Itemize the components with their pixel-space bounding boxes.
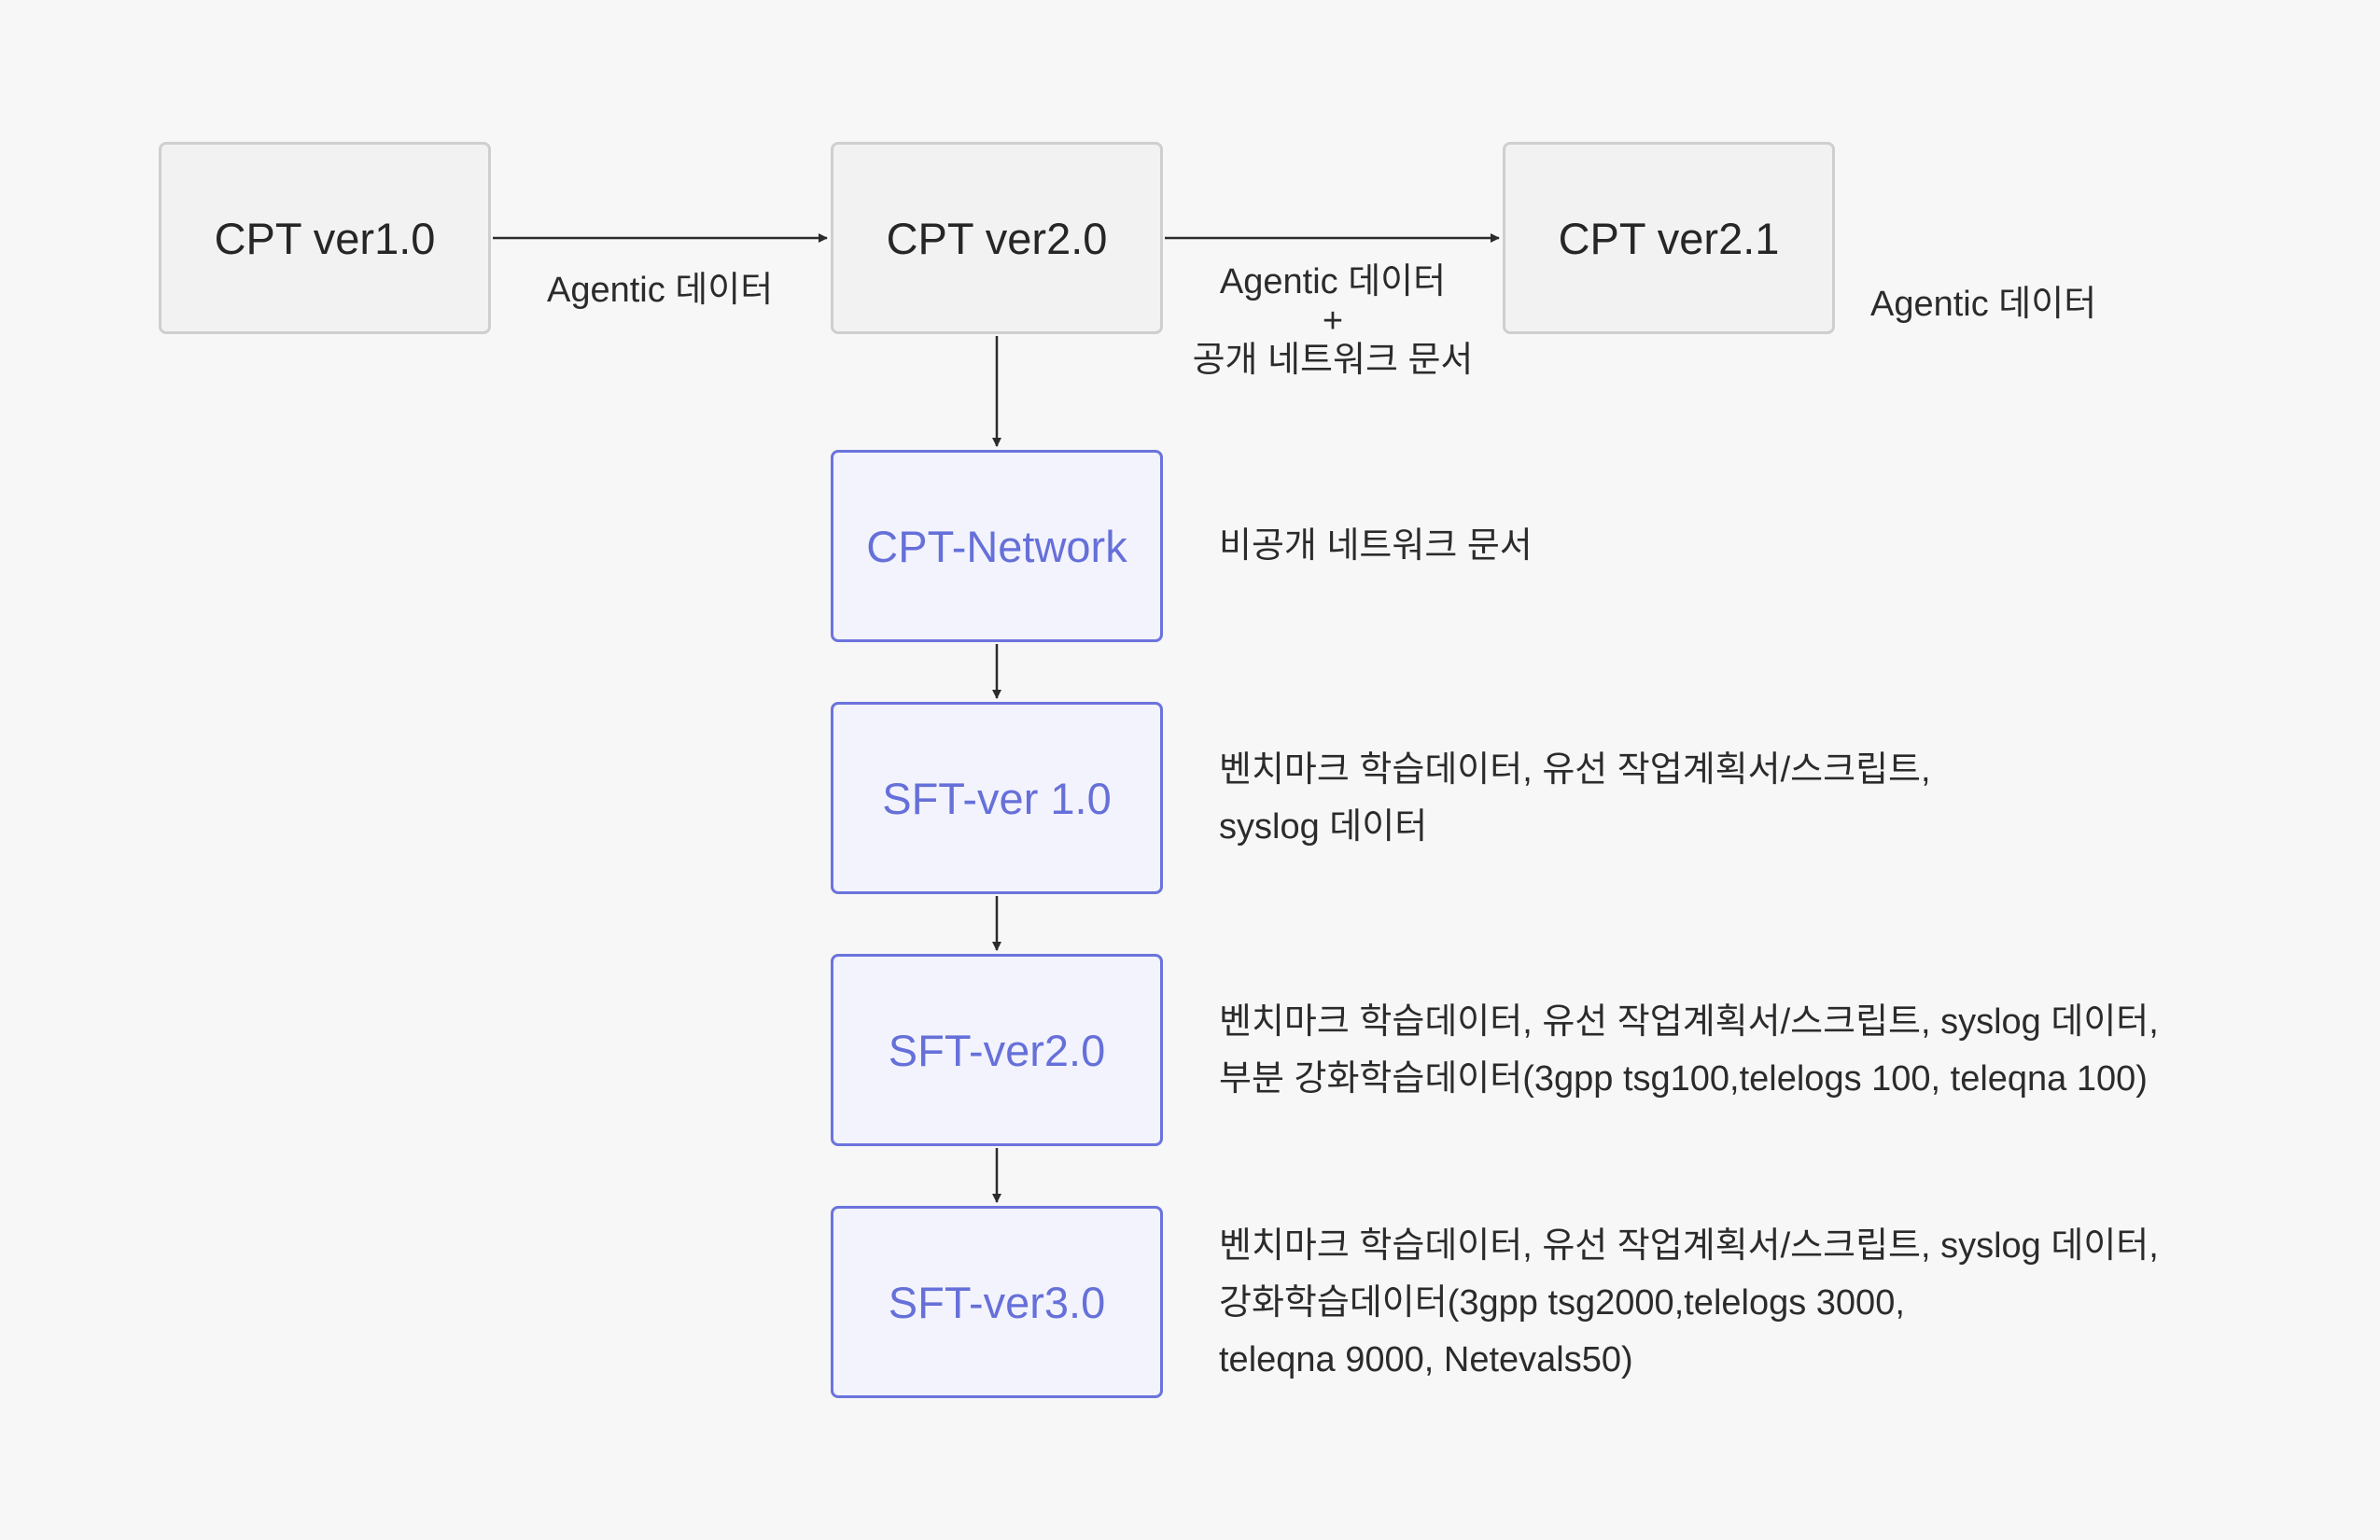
- node-sft-ver1-0: SFT-ver 1.0: [831, 702, 1163, 894]
- note-sft-ver2-0: 벤치마크 학습데이터, 유선 작업계획서/스크립트, syslog 데이터, 부…: [1219, 994, 2159, 1108]
- note-text: 비공개 네트워크 문서: [1219, 526, 1533, 566]
- edge-label-line-3: 공개 네트워크 문서: [1192, 341, 1474, 380]
- note-sft-ver3-0: 벤치마크 학습데이터, 유선 작업계획서/스크립트, syslog 데이터, 강…: [1219, 1218, 2159, 1389]
- note-line-1: 벤치마크 학습데이터, 유선 작업계획서/스크립트,: [1219, 750, 1931, 790]
- note-line-1: 벤치마크 학습데이터, 유선 작업계획서/스크립트, syslog 데이터,: [1219, 1002, 2159, 1042]
- node-label: SFT-ver2.0: [888, 1025, 1106, 1075]
- edge-label-line-2: +: [1322, 301, 1344, 341]
- node-label: CPT ver2.1: [1558, 213, 1780, 263]
- node-label: CPT ver1.0: [214, 213, 436, 263]
- note-line-2: syslog 데이터: [1219, 807, 1428, 847]
- node-label: SFT-ver3.0: [888, 1277, 1106, 1327]
- node-cpt-ver2-1: CPT ver2.1: [1503, 142, 1835, 334]
- edge-label-line-1: Agentic 데이터: [1219, 262, 1447, 301]
- node-sft-ver2-0: SFT-ver2.0: [831, 954, 1163, 1146]
- note-line-3: teleqna 9000, Netevals50): [1219, 1340, 1633, 1379]
- node-sft-ver3-0: SFT-ver3.0: [831, 1206, 1163, 1398]
- edge-label-text: Agentic 데이터: [547, 271, 774, 310]
- note-line-2: 강화학습데이터(3gpp tsg2000,telelogs 3000,: [1219, 1283, 1905, 1323]
- node-cpt-ver1-0: CPT ver1.0: [159, 142, 491, 334]
- node-label: CPT ver2.0: [886, 213, 1108, 263]
- node-label: SFT-ver 1.0: [882, 773, 1112, 823]
- node-cpt-ver2-0: CPT ver2.0: [831, 142, 1163, 334]
- note-cpt-network: 비공개 네트워크 문서: [1219, 518, 1533, 575]
- edge-label-v10-to-v20: Agentic 데이터: [547, 262, 773, 319]
- node-cpt-network: CPT-Network: [831, 450, 1163, 642]
- note-sft-ver1-0: 벤치마크 학습데이터, 유선 작업계획서/스크립트, syslog 데이터: [1219, 742, 1931, 856]
- note-line-1: 벤치마크 학습데이터, 유선 작업계획서/스크립트, syslog 데이터,: [1219, 1226, 2159, 1266]
- node-label: CPT-Network: [866, 521, 1127, 571]
- note-line-2: 부분 강화학습데이터(3gpp tsg100,telelogs 100, tel…: [1219, 1059, 2148, 1099]
- side-label-v21: Agentic 데이터: [1870, 276, 2096, 333]
- edge-label-v20-to-v21: Agentic 데이터 + 공개 네트워크 문서: [1146, 262, 1519, 380]
- side-label-text: Agentic 데이터: [1870, 285, 2097, 324]
